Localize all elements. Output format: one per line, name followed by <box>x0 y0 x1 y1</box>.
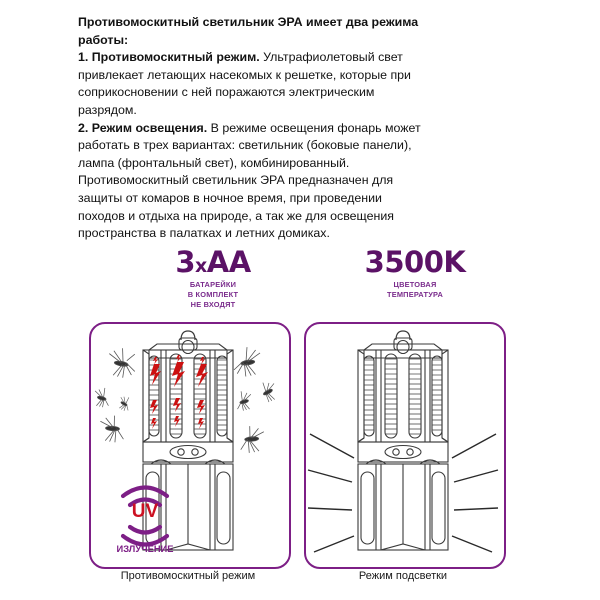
light-rays-icon <box>307 433 499 553</box>
battery-sub-line-1: БАТАРЕЙКИ <box>189 280 237 289</box>
spec-badges: 3xAA БАТАРЕЙКИ В КОМПЛЕКТ НЕ ВХОДЯТ 3500… <box>0 248 600 310</box>
color-temp-sub-line-1: ЦВЕТОВАЯ <box>393 280 437 289</box>
mode-button-icon-right <box>406 448 414 456</box>
desc-rest: разрядом. <box>78 103 137 118</box>
desc-rest: пространства в палатках и летних домиках… <box>78 226 330 241</box>
desc-bold: 2. Режим освещения. <box>78 120 208 135</box>
uv-radiation-badge: UV ИЗЛУЧЕНИЕ <box>103 472 187 560</box>
caption-light-mode: Режим подсветки <box>358 570 448 582</box>
battery-badge-main: 3xAA <box>118 248 308 277</box>
desc-rest: походов и отдыха на природе, а так же дл… <box>78 208 394 223</box>
desc-line: работы: <box>78 32 518 50</box>
desc-line: привлекает летающих насекомых к решетке,… <box>78 67 518 85</box>
power-button-icon <box>177 448 185 456</box>
button-housing-right <box>384 444 422 460</box>
desc-rest: защиты от комаров в ночное время, при пр… <box>78 191 382 206</box>
desc-line: Противомоскитный светильник ЭРА предназн… <box>78 172 518 190</box>
side-light-panel-right-right <box>431 471 446 545</box>
panel-antimosquito-mode: UV ИЗЛУЧЕНИЕ <box>89 322 291 569</box>
color-temp-sub: ЦВЕТОВАЯ ТЕМПЕРАТУРА <box>320 280 510 300</box>
desc-line: защиты от комаров в ночное время, при пр… <box>78 190 518 208</box>
battery-sub-line-2: В КОМПЛЕКТ <box>187 289 239 299</box>
desc-bold: Противомоскитный светильник ЭРА имеет дв… <box>78 15 419 29</box>
desc-line: разрядом. <box>78 102 518 120</box>
battery-count: 3 <box>175 245 196 279</box>
color-temp-badge: 3500K ЦВЕТОВАЯ ТЕМПЕРАТУРА <box>320 248 510 300</box>
desc-line: Противомоскитный светильник ЭРА имеет дв… <box>78 14 518 32</box>
side-light-panel-left-right <box>360 471 375 545</box>
button-housing <box>169 444 207 460</box>
desc-rest: В режиме освещения фонарь может <box>207 120 421 135</box>
side-light-panel-right <box>216 471 231 545</box>
desc-line: 1. Противомоскитный режим. Ультрафиолето… <box>78 49 518 67</box>
caption-antimosquito-mode: Противомоскитный режим <box>120 570 256 582</box>
uv-waves-icon <box>120 485 170 547</box>
desc-bold: работы: <box>78 32 129 47</box>
lightmode-illustration <box>307 330 499 553</box>
lamp-lower-body-right <box>357 463 449 551</box>
desc-bold: 1. Противомоскитный режим. <box>78 50 260 65</box>
lamp-control-band-right <box>357 437 449 465</box>
panel-light-mode <box>304 322 506 569</box>
product-description: Противомоскитный светильник ЭРА имеет дв… <box>78 14 518 243</box>
antimosquito-illustration <box>94 330 275 551</box>
battery-multiplier: x <box>195 255 207 277</box>
desc-rest: соприкосновении с ней поражаются электри… <box>78 85 375 100</box>
desc-line: соприкосновении с ней поражаются электри… <box>78 84 518 102</box>
desc-line: походов и отдыха на природе, а так же дл… <box>78 208 518 226</box>
lamp-control-band <box>142 437 234 465</box>
desc-rest: Противомоскитный светильник ЭРА предназн… <box>78 173 394 188</box>
battery-badge-sub: БАТАРЕЙКИ В КОМПЛЕКТ НЕ ВХОДЯТ <box>118 280 308 309</box>
color-temp-value: 3500K <box>364 245 466 279</box>
uv-sublabel: ИЗЛУЧЕНИЕ <box>116 544 174 554</box>
mode-button-icon <box>191 448 199 456</box>
power-button-icon-right <box>392 448 400 456</box>
desc-rest: работать в трех вариантах: светильник (б… <box>78 138 412 153</box>
desc-rest: лампа (фронтальный свет), комбинированны… <box>78 155 350 170</box>
lamp-grid-rungs-right <box>364 358 442 435</box>
desc-rest: Ультрафиолетовый свет <box>259 50 403 65</box>
desc-line: работать в трех вариантах: светильник (б… <box>78 137 518 155</box>
color-temp-sub-line-2: ТЕМПЕРАТУРА <box>386 289 444 299</box>
desc-line: 2. Режим освещения. В режиме освещения ф… <box>78 120 518 138</box>
battery-badge: 3xAA БАТАРЕЙКИ В КОМПЛЕКТ НЕ ВХОДЯТ <box>118 248 308 309</box>
desc-line: пространства в палатках и летних домиках… <box>78 225 518 243</box>
desc-rest: привлекает летающих насекомых к решетке,… <box>78 67 411 82</box>
uv-label: UV <box>131 501 159 522</box>
desc-line: лампа (фронтальный свет), комбинированны… <box>78 155 518 173</box>
battery-type: AA <box>206 245 251 279</box>
mosquito-icon <box>94 347 275 453</box>
battery-sub-line-3: НЕ ВХОДЯТ <box>190 299 236 309</box>
electric-spark-icon <box>150 354 208 429</box>
